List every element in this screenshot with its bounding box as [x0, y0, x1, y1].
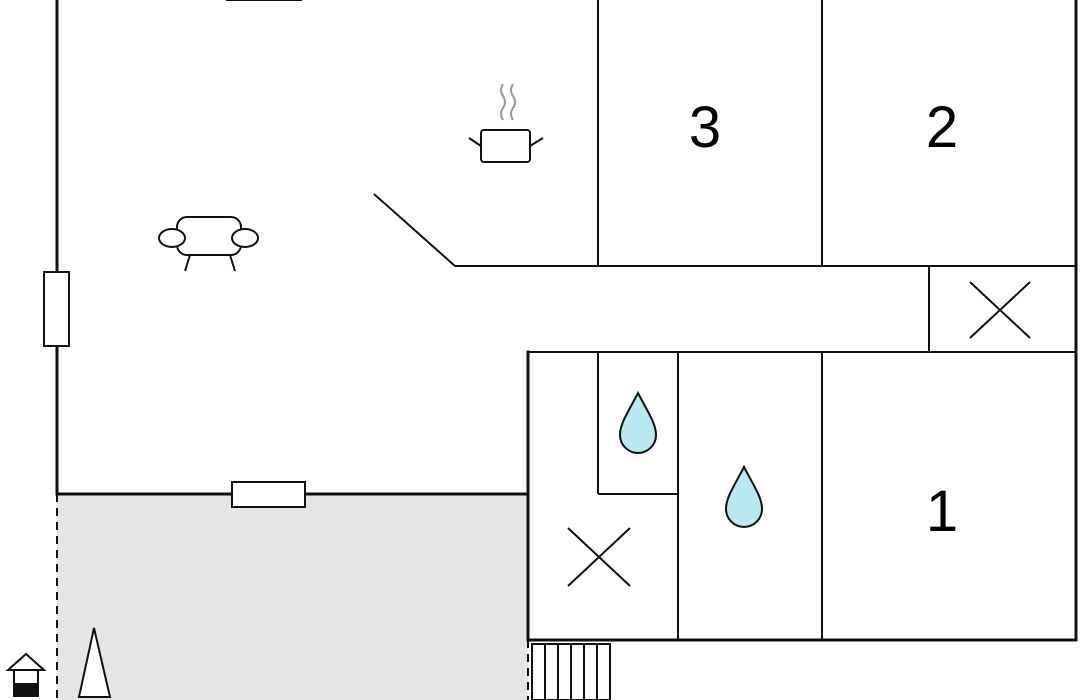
- north-arrow-icon: [77, 627, 112, 698]
- sofa-icon: [158, 216, 259, 272]
- entrance-steps: [531, 643, 611, 700]
- room-number-3: 3: [689, 95, 721, 160]
- window-bottom: [231, 481, 306, 508]
- closet-cross-icon: [969, 281, 1031, 339]
- room-number-1: 1: [926, 479, 958, 544]
- terrace-dashed-lines: [56, 494, 529, 700]
- water-drop-icon: [724, 464, 764, 528]
- cooking-pot-icon: [468, 83, 544, 163]
- terrace-area: [57, 494, 528, 700]
- room-number-2: 2: [926, 95, 958, 160]
- windows: [43, 0, 306, 508]
- house-icon: [5, 652, 47, 697]
- window-left: [43, 271, 70, 347]
- outer-walls: [55, 0, 1078, 642]
- closet-cross-icon: [567, 527, 631, 587]
- interior-walls: [373, 0, 1076, 640]
- water-drop-icon: [618, 390, 658, 454]
